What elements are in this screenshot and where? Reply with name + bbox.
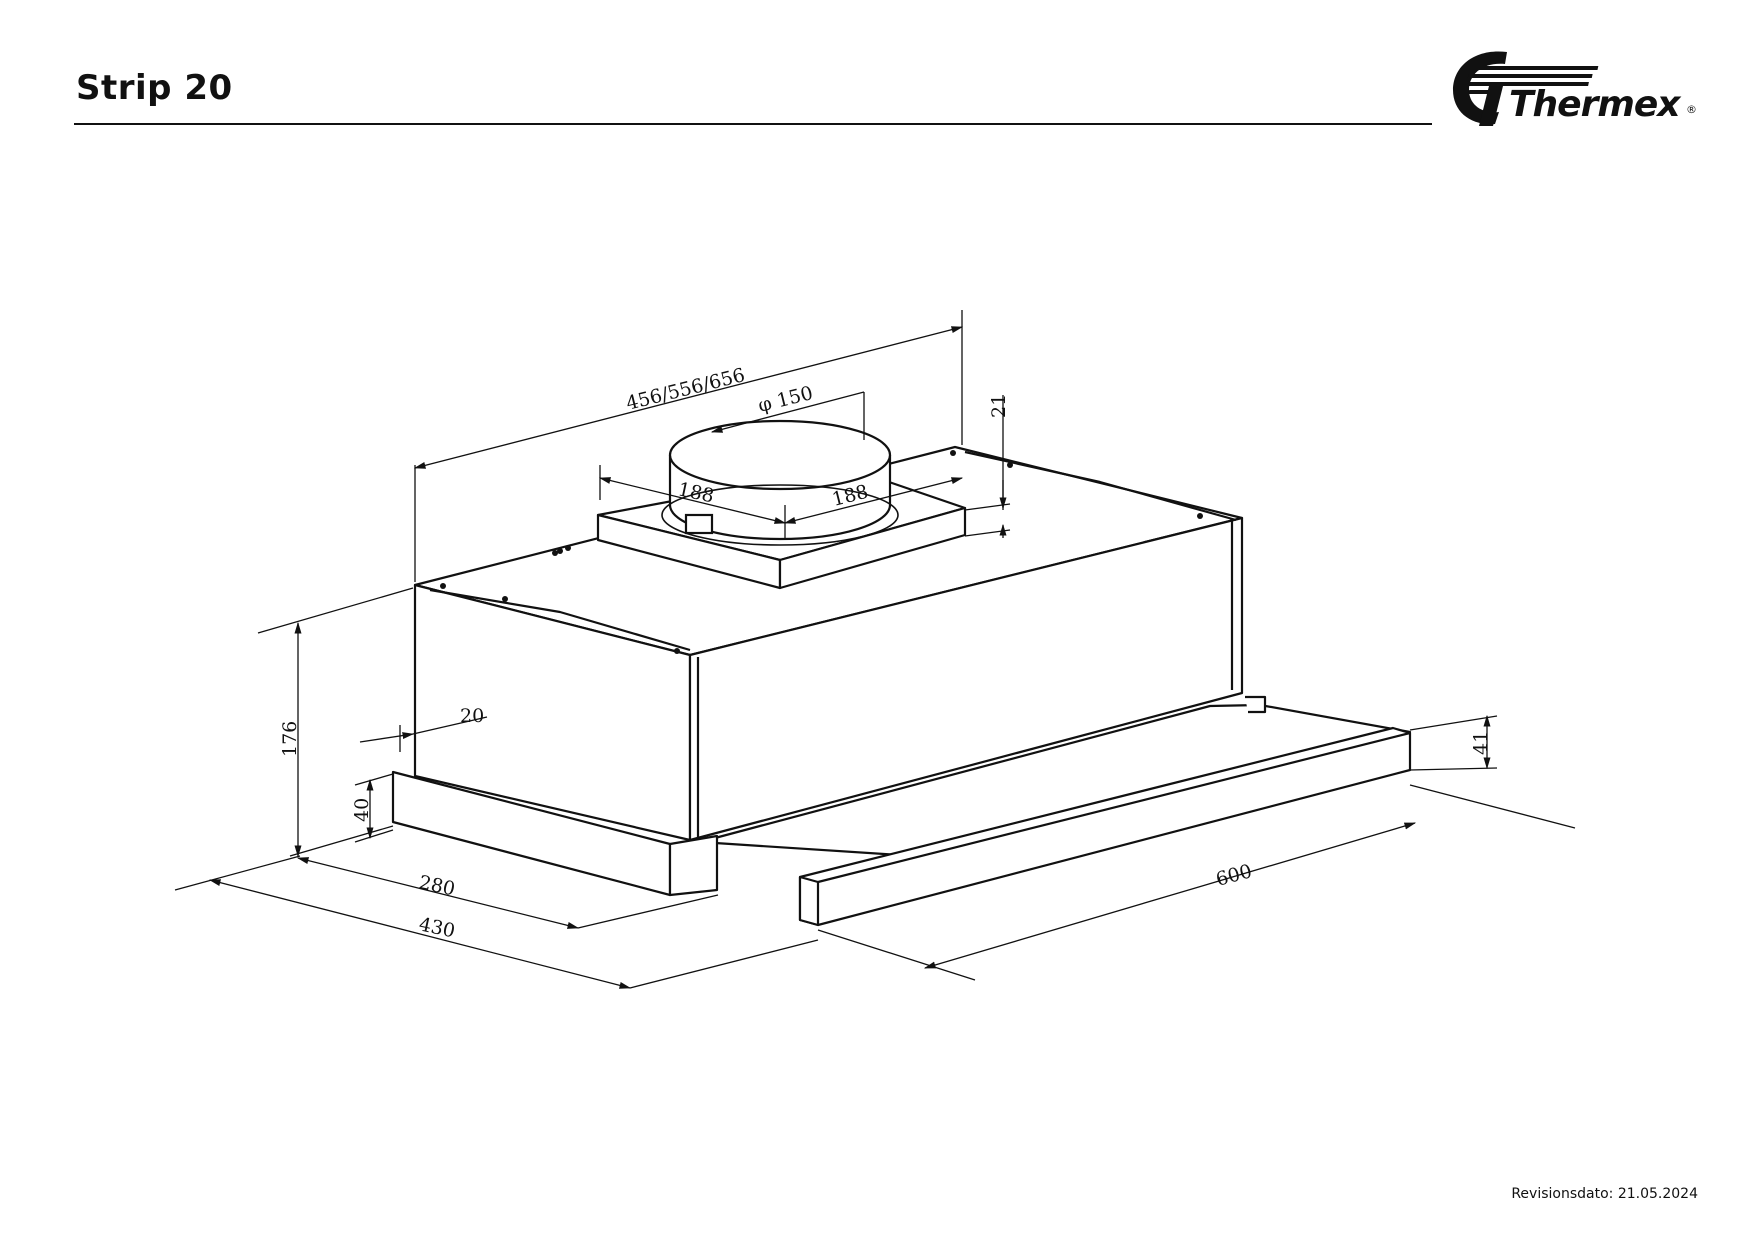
revision-info: Revisionsdato: 21.05.2024 — [1511, 1186, 1698, 1202]
dim-visor-height: 40 — [351, 798, 373, 822]
thermex-logo: Thermex ® — [1445, 44, 1697, 134]
dimension-lines — [174, 310, 1576, 989]
header-divider — [74, 123, 1432, 125]
dim-front-gap: 20 — [460, 705, 484, 727]
dim-width: 600 — [1214, 860, 1255, 891]
revision-label: Revisionsdato: — [1511, 1186, 1614, 1202]
logo-wordmark: Thermex — [1509, 84, 1681, 125]
dim-height: 176 — [279, 721, 301, 757]
dim-length-options: 456/556/656 — [624, 364, 747, 415]
dim-duct-diameter: φ 150 — [756, 382, 815, 417]
dim-front-panel-height: 41 — [1470, 731, 1492, 755]
revision-date: 21.05.2024 — [1617, 1186, 1698, 1202]
registered-mark: ® — [1686, 103, 1697, 116]
dim-depth-open: 430 — [417, 913, 457, 942]
dim-depth-closed: 280 — [417, 871, 457, 900]
page-title: Strip 20 — [76, 68, 233, 108]
thermex-logo-mark — [1453, 51, 1599, 126]
dim-top-offset: 21 — [988, 394, 1010, 418]
